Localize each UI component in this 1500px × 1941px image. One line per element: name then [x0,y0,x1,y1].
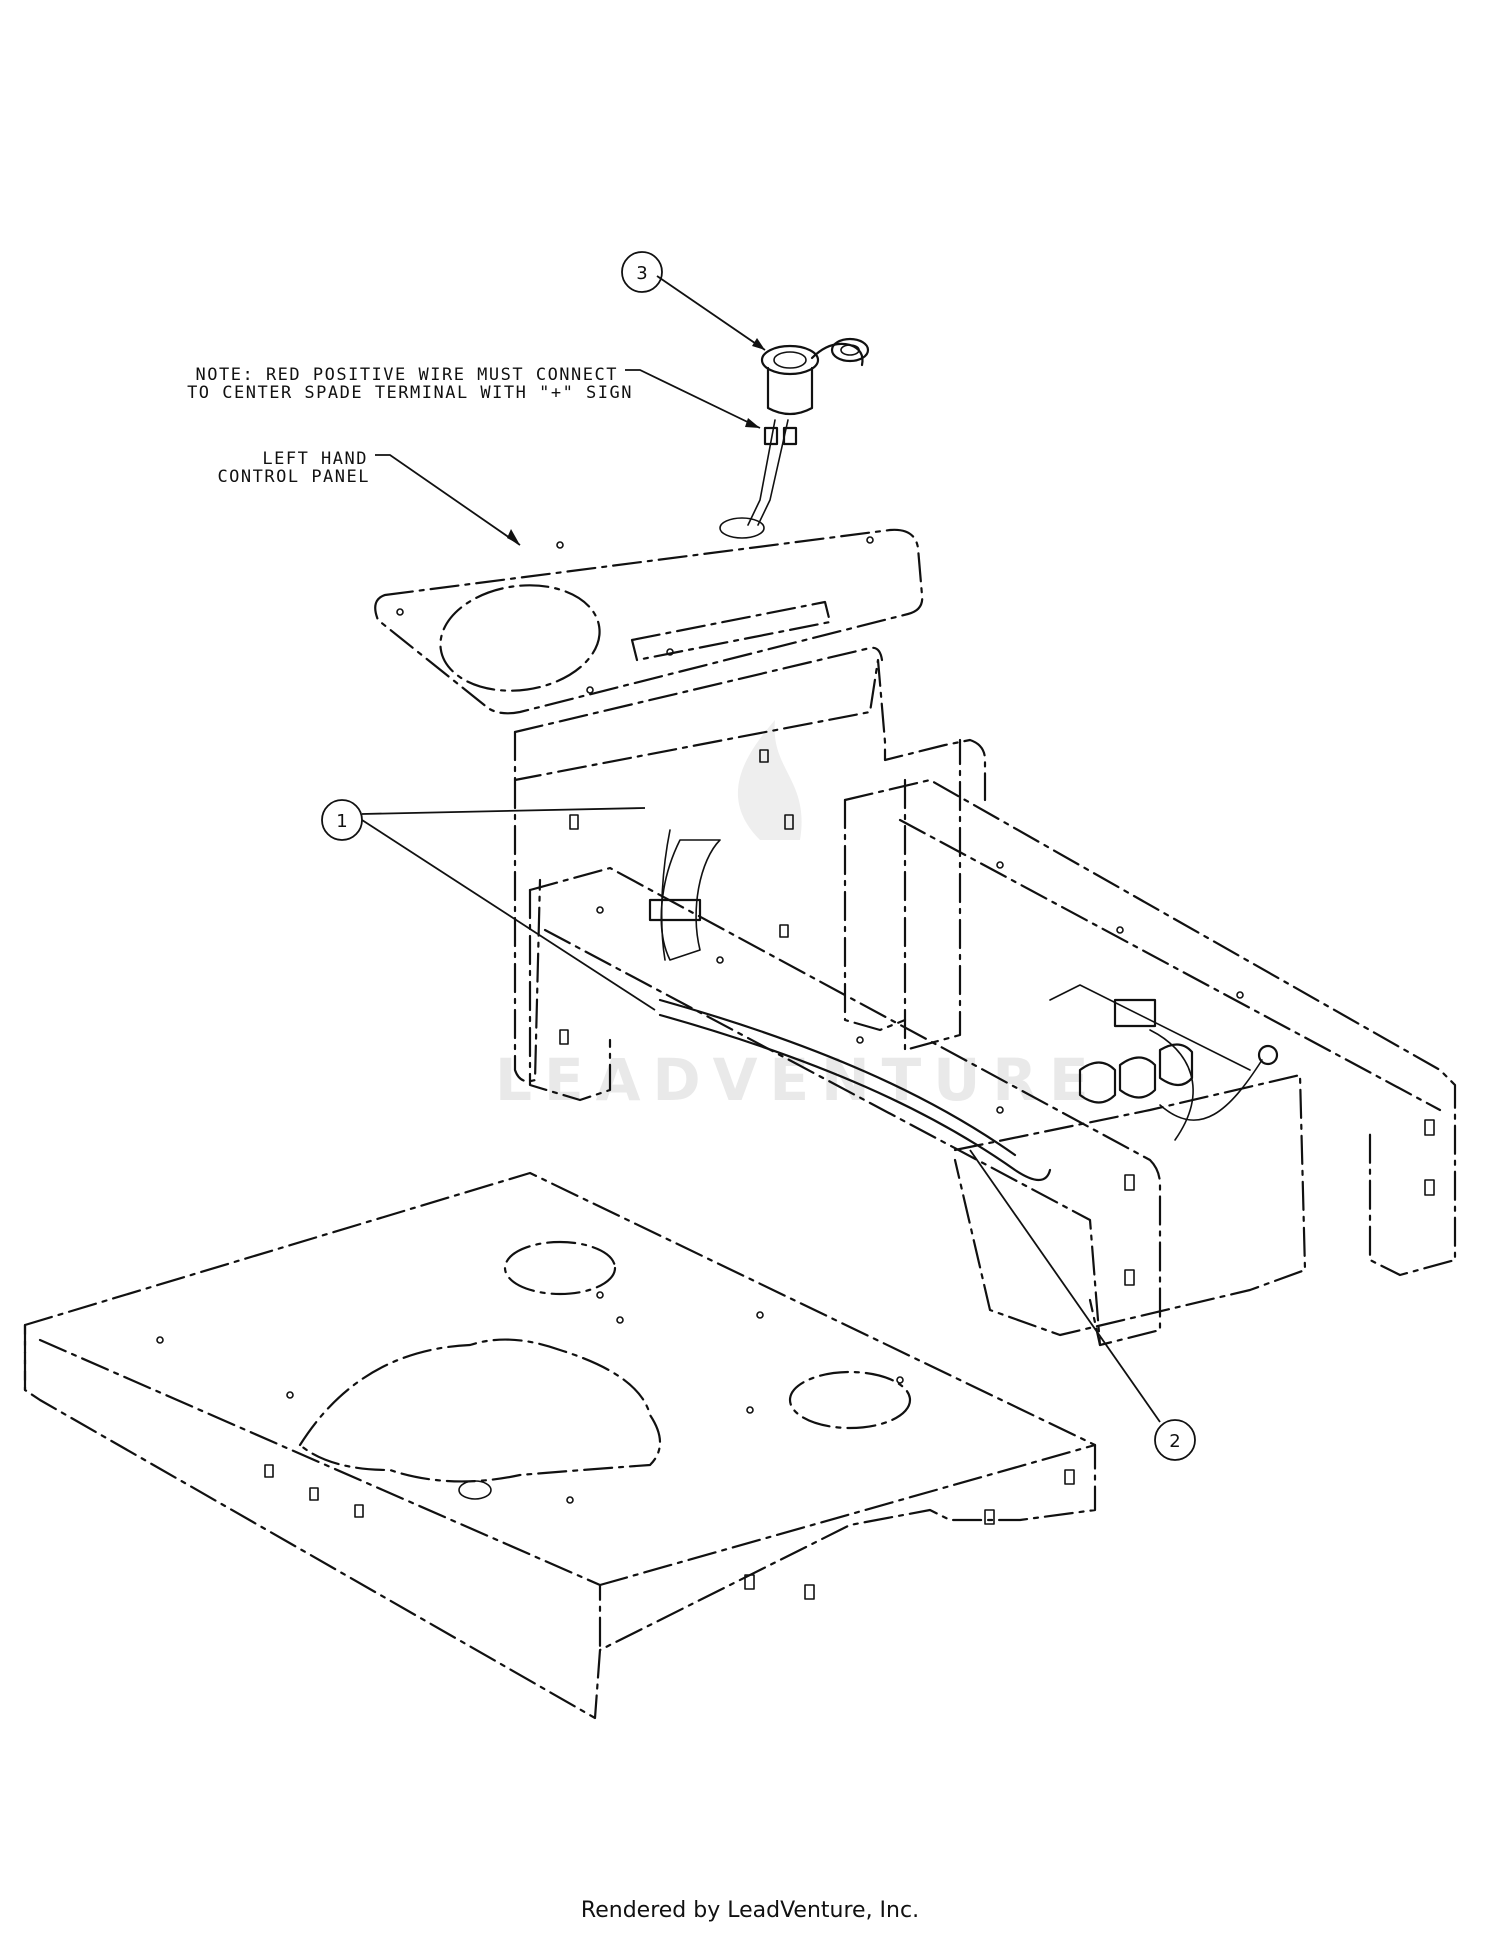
panel-label-line2: CONTROL PANEL [217,467,370,487]
left-hand-control-panel [374,517,924,715]
wire-note-line1: NOTE: RED POSITIVE WIRE MUST CONNECT [196,365,618,385]
watermark-text: LEADVENTURE [495,1046,1101,1114]
callout-1: 1 [321,799,363,841]
watermark: LEADVENTURE [495,720,1101,1114]
callout-2-circle [1154,1419,1196,1461]
callout-1-number: 1 [336,811,347,832]
callout-1-circle [321,799,363,841]
callout-2: 2 [1154,1419,1196,1461]
panel-label-line1: LEFT HAND [262,449,368,469]
leader-lines [361,275,1161,1423]
console-tower [513,646,987,1083]
callout-2-number: 2 [1169,1431,1180,1452]
callout-3: 3 [621,251,663,293]
footer-credit: Rendered by LeadVenture, Inc. [580,1898,920,1923]
wire-note: NOTE: RED POSITIVE WIRE MUST CONNECT TO … [187,365,633,403]
panel-label: LEFT HAND CONTROL PANEL [217,449,370,487]
power-outlet-part [747,337,870,526]
callout-3-circle [621,251,663,293]
wire-note-line2: TO CENTER SPADE TERMINAL WITH "+" SIGN [187,383,633,403]
floor-pan [23,1171,1097,1720]
frame-rails [528,778,1457,1347]
callout-3-number: 3 [636,263,647,284]
